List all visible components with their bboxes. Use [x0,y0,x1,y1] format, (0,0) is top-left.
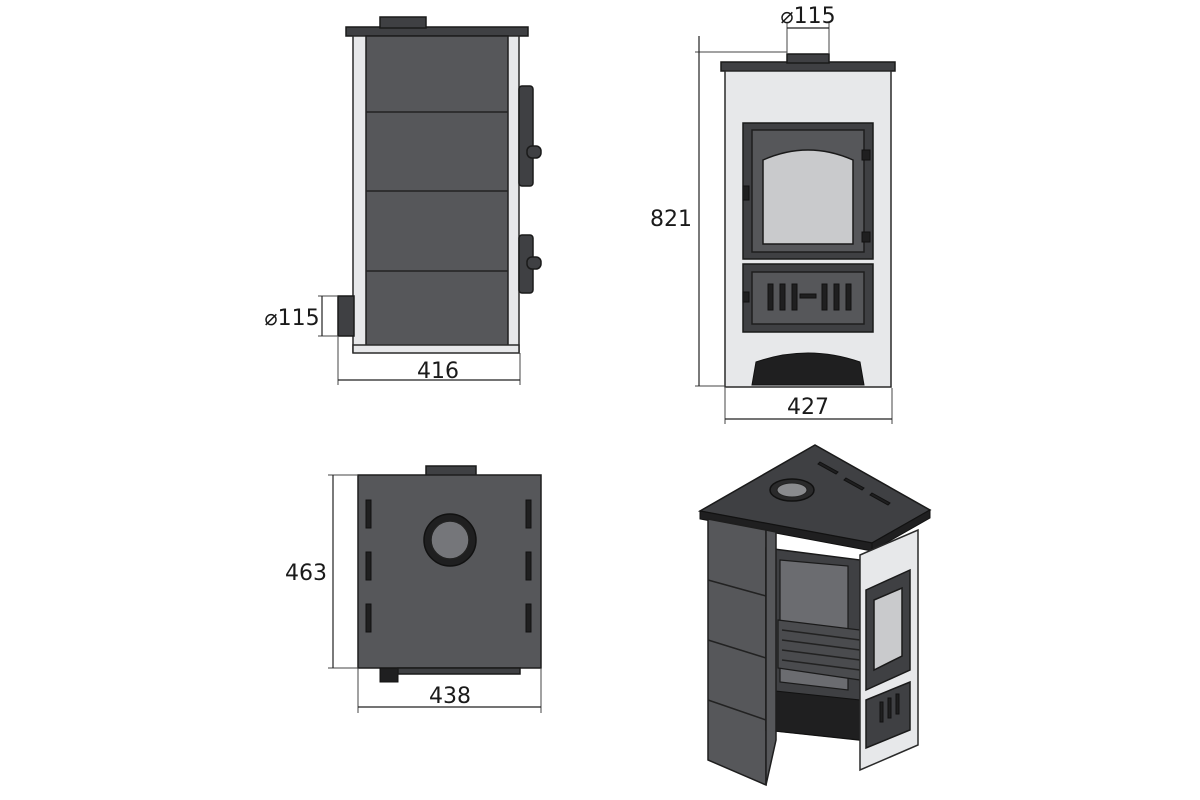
iso-grate [777,619,861,681]
iso-left-tile-side [707,518,767,787]
top-flue-opening [430,520,470,560]
side-top-flue [379,16,427,29]
front-flue-label: ⌀115 [780,4,835,29]
iso-top-slots [817,461,891,506]
front-width-label: 427 [787,395,829,420]
side-tile-panel [365,35,509,353]
top-front-lip [397,667,521,675]
top-depth-label: 463 [285,561,327,586]
side-base [352,344,520,354]
iso-ash-vents [879,693,900,723]
front-door-latch-bottom [861,231,871,243]
top-vent-slots [365,499,532,633]
front-ash-hinge [742,291,750,303]
front-door-latch-top [861,149,871,161]
front-height-label: 821 [650,207,692,232]
isometric-cutaway-view [697,444,932,787]
side-width-label: 416 [417,359,459,384]
top-handle-stub [379,667,399,683]
side-top-plate [345,26,529,37]
side-door-knob [526,145,542,159]
top-width-label: 438 [429,684,471,709]
side-flue-label: ⌀115 [264,306,319,331]
side-ashpan-knob [526,256,542,270]
front-door-hinge [742,185,750,201]
iso-cut-wall-edge [765,529,777,786]
front-view: 821 427 ⌀115 [650,4,896,424]
front-top-flue [786,53,830,64]
side-rear-flue [337,295,355,337]
top-plate [357,474,542,669]
side-door-profile [518,85,534,187]
front-plinth-opening [751,352,865,386]
front-door-glass [762,149,854,245]
top-view: 463 438 [285,465,542,713]
front-ash-vents [767,283,852,311]
side-view: 416 ⌀115 [264,16,542,385]
